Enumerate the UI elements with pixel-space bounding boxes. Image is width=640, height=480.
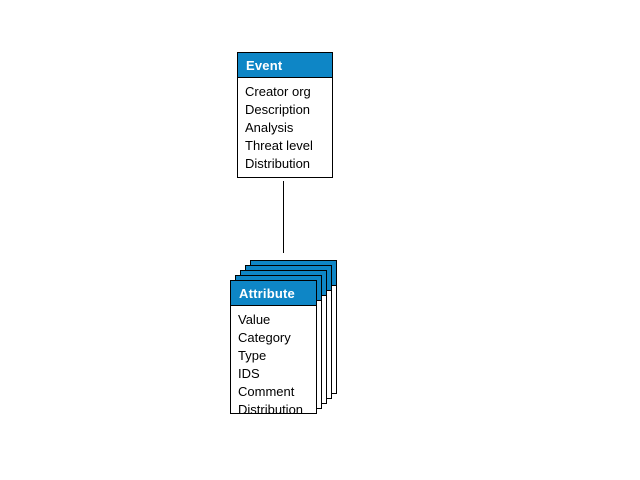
event-entity-box: Event Creator org Description Analysis T…	[237, 52, 333, 178]
event-entity-title: Event	[246, 57, 283, 73]
event-field-distribution: Distribution	[245, 156, 311, 171]
event-field-analysis: Analysis	[245, 120, 294, 135]
attribute-field-type: Type	[238, 348, 267, 363]
attribute-field-value: Value	[238, 312, 271, 327]
event-entity-body: Creator org Description Analysis Threat …	[238, 78, 332, 173]
attribute-entity-body: Value Category Type IDS Comment Distribu…	[231, 306, 316, 419]
event-field-threat-level: Threat level	[245, 138, 313, 153]
event-attribute-connector-line	[283, 181, 284, 253]
event-field-creator-org: Creator org	[245, 84, 311, 99]
attribute-field-comment: Comment	[238, 384, 295, 399]
attribute-entity-header: Attribute	[231, 281, 316, 306]
attribute-field-distribution: Distribution	[238, 402, 304, 417]
attribute-field-ids: IDS	[238, 366, 260, 381]
event-field-description: Description	[245, 102, 311, 117]
event-entity-header: Event	[238, 53, 332, 78]
attribute-entity-box: Attribute Value Category Type IDS Commen…	[230, 280, 317, 417]
attribute-field-category: Category	[238, 330, 291, 345]
attribute-entity-title: Attribute	[239, 285, 295, 301]
